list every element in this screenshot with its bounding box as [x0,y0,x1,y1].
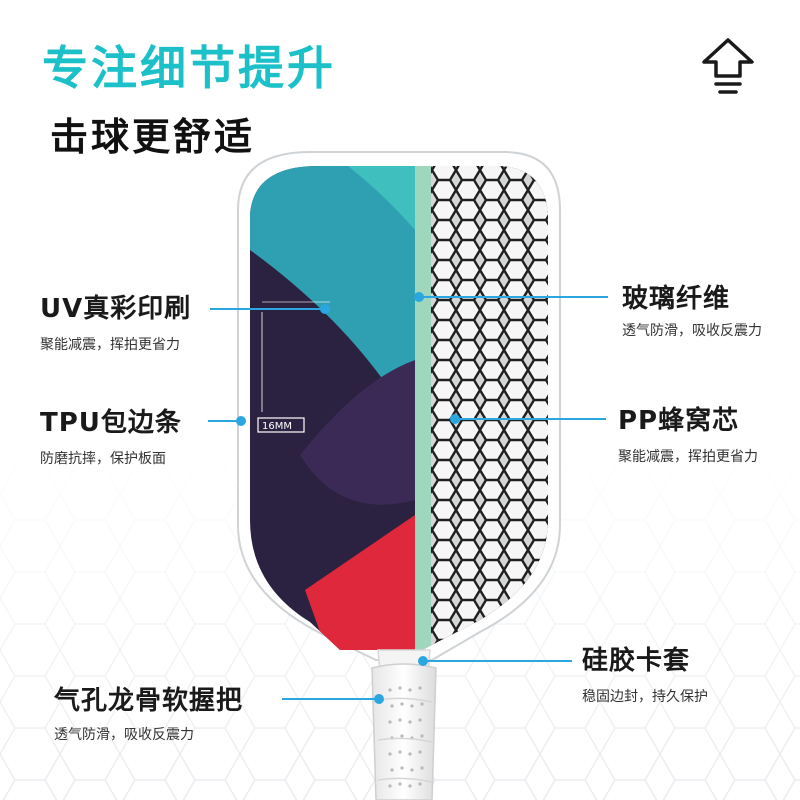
feature-tpu-leader [208,420,238,422]
feature-uv-title: UV真彩印刷 [40,294,192,324]
feature-glass-leader [420,296,608,298]
page-subtitle: 击球更舒适 [50,115,256,159]
feature-silicone-desc: 稳固边封，持久保护 [582,689,708,705]
feature-glass-dot [414,292,424,302]
grip-handle [371,663,437,800]
feature-uv-desc: 聚能减震，挥拍更省力 [40,337,180,353]
feature-grip-dot [374,694,384,704]
feature-pp-dot [450,414,460,424]
feature-tpu-title: TPU包边条 [40,408,182,438]
feature-grip-desc: 透气防滑，吸收反震力 [54,727,194,743]
home-arrow-up-icon[interactable] [700,36,756,96]
thickness-badge [257,417,305,433]
feature-silicone-dot [418,656,428,666]
feature-tpu-dot [236,416,246,426]
feature-pp-title: PP蜂窝芯 [618,406,740,436]
page-title: 专注细节提升 [42,41,336,95]
feature-grip-title: 气孔龙骨软握把 [54,686,244,716]
feature-silicone-leader [424,660,572,662]
feature-pp-desc: 聚能减震，挥拍更省力 [618,449,758,465]
feature-glass-desc: 透气防滑，吸收反震力 [622,323,762,339]
feature-tpu-desc: 防磨抗摔，保护板面 [40,451,166,467]
feature-uv-leader [210,308,322,310]
feature-silicone-title: 硅胶卡套 [582,646,691,676]
feature-uv-dot [320,304,330,314]
feature-grip-leader [282,698,378,700]
feature-pp-leader [456,418,606,420]
thickness-label: 16MM [262,421,292,432]
feature-glass-title: 玻璃纤维 [622,284,731,314]
